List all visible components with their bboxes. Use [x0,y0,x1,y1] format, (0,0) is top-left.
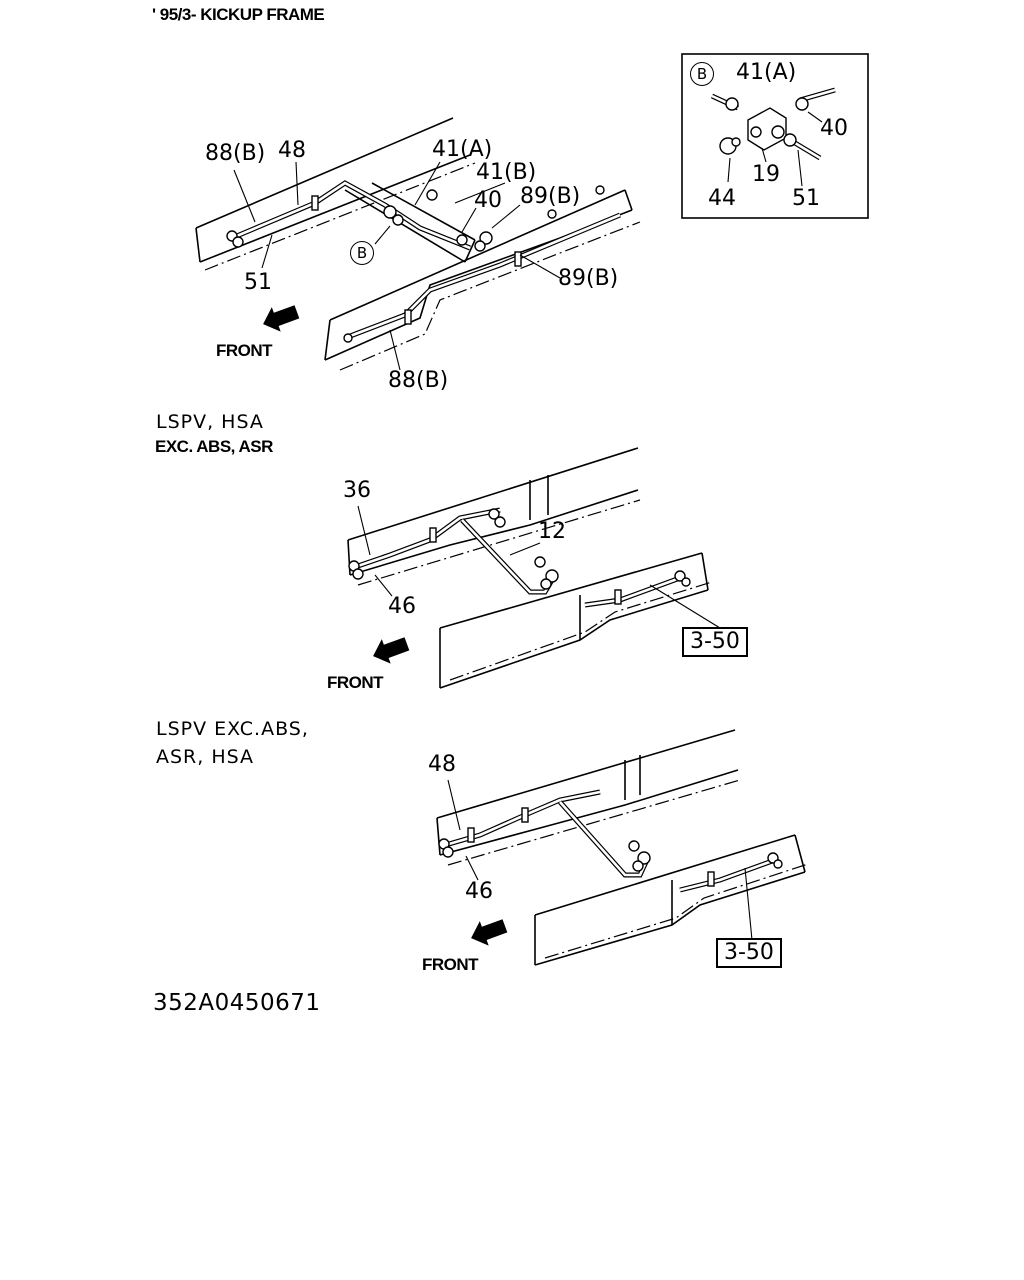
ref-box-3-50-middle: 3-50 [682,627,748,657]
detail-ref-b-circle: B [350,241,374,265]
front-label-middle: FRONT [327,673,384,692]
callout-12: 12 [538,519,566,544]
detail-callout-19: 19 [752,162,780,187]
callout-40-top: 40 [474,188,502,213]
callout-88b-upper: 88(B) [205,141,266,166]
callout-89b-lower: 89(B) [558,266,619,291]
callout-41b: 41(B) [476,160,537,185]
callout-46-middle: 46 [388,594,416,619]
detail-callout-44: 44 [708,186,736,211]
detail-box-ref-b: B [690,62,714,86]
section-subtitle-exc-abs-asr: EXC. ABS, ASR [155,437,273,456]
section-title-kickup-frame: ' 95/3- KICKUP FRAME [152,5,325,24]
detail-b-drawing [681,53,869,219]
section-title-lspv-exc-abs: LSPV EXC.ABS, [156,718,309,740]
bottom-frame-drawing [436,729,809,966]
section-title-lspv-hsa: LSPV, HSA [156,411,264,433]
ref-box-3-50-bottom: 3-50 [716,938,782,968]
callout-48-bottom: 48 [428,752,456,777]
callout-51-top: 51 [244,270,272,295]
detail-callout-41a: 41(A) [736,60,797,85]
front-label-bottom: FRONT [422,955,479,974]
top-frame-drawing [195,117,641,371]
callout-48-top: 48 [278,138,306,163]
callout-36: 36 [343,478,371,503]
callout-41a: 41(A) [432,137,493,162]
section-subtitle-asr-hsa: ASR, HSA [156,746,255,768]
middle-frame-drawing [347,447,721,689]
front-label-top: FRONT [216,341,273,360]
callout-89b-upper: 89(B) [520,184,581,209]
document-id: 352A0450671 [153,990,321,1016]
detail-callout-40: 40 [820,116,848,141]
detail-callout-51: 51 [792,186,820,211]
callout-88b-lower: 88(B) [388,368,449,393]
callout-46-bottom: 46 [465,879,493,904]
